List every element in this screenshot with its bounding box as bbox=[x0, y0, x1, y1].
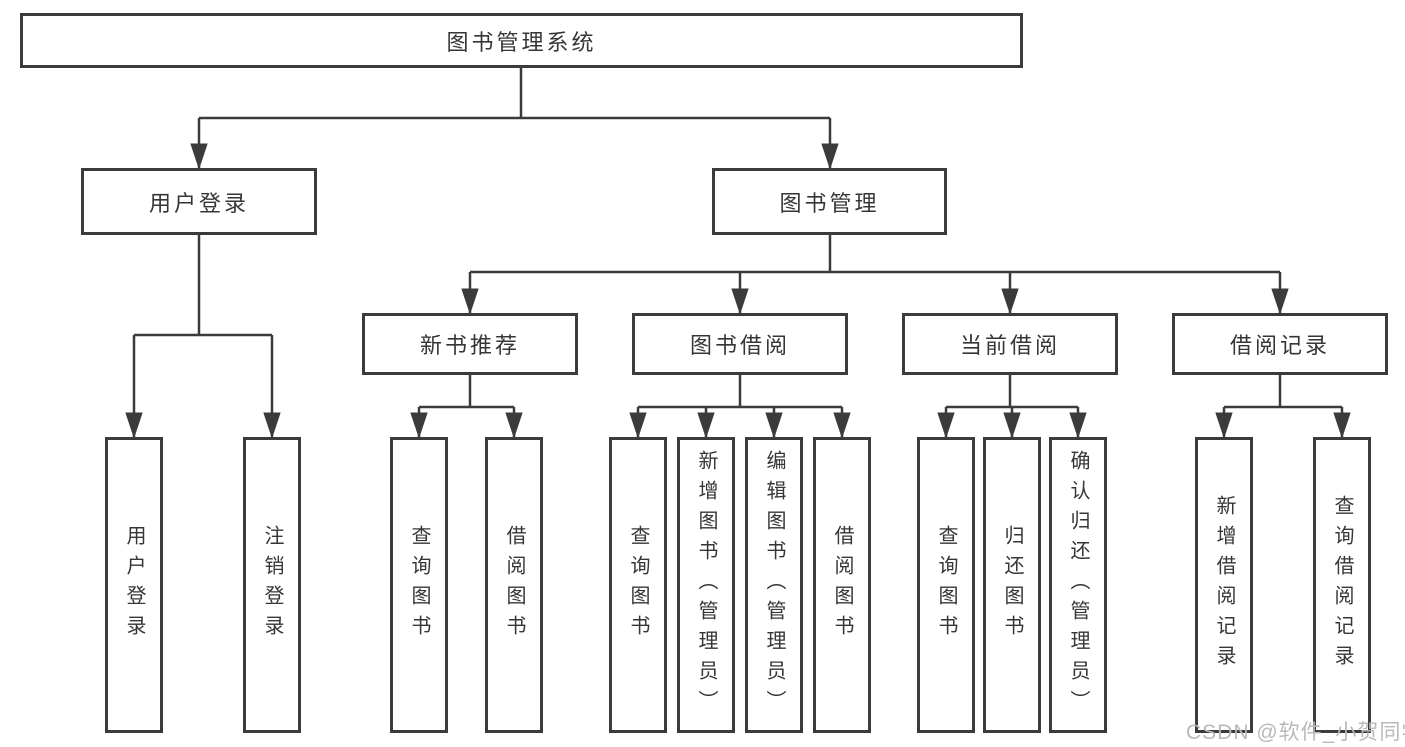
node-borrow-records: 借阅记录 bbox=[1172, 313, 1388, 375]
leaf-add-borrow-record-label: 新增借阅记录 bbox=[1213, 495, 1235, 675]
leaf-borrow-books-recommend-label: 借阅图书 bbox=[503, 525, 525, 645]
node-current-borrow: 当前借阅 bbox=[902, 313, 1118, 375]
leaf-return-books: 归还图书 bbox=[983, 437, 1041, 733]
node-borrow-records-label: 借阅记录 bbox=[1229, 333, 1330, 358]
node-user-login: 用户登录 bbox=[81, 168, 317, 235]
leaf-logout-label: 注销登录 bbox=[261, 525, 283, 645]
node-root: 图书管理系统 bbox=[20, 13, 1023, 68]
leaf-user-login-label: 用户登录 bbox=[123, 525, 145, 645]
leaf-edit-books-admin: 编辑图书（管理员） bbox=[745, 437, 803, 733]
leaf-query-borrow-record-label: 查询借阅记录 bbox=[1331, 495, 1353, 675]
leaf-add-books-admin: 新增图书（管理员） bbox=[677, 437, 735, 733]
leaf-confirm-return-admin: 确认归还（管理员） bbox=[1049, 437, 1107, 733]
node-book-borrow-label: 图书借阅 bbox=[689, 333, 790, 358]
node-new-book-recommend-label: 新书推荐 bbox=[419, 333, 520, 358]
leaf-query-books-recommend-label: 查询图书 bbox=[408, 525, 430, 645]
leaf-query-books-borrow-label: 查询图书 bbox=[627, 525, 649, 645]
leaf-logout: 注销登录 bbox=[243, 437, 301, 733]
leaf-user-login: 用户登录 bbox=[105, 437, 163, 733]
leaf-query-books-current: 查询图书 bbox=[917, 437, 975, 733]
leaf-query-books-current-label: 查询图书 bbox=[935, 525, 957, 645]
leaf-borrow-books-recommend: 借阅图书 bbox=[485, 437, 543, 733]
node-book-borrow: 图书借阅 bbox=[632, 313, 848, 375]
node-root-label: 图书管理系统 bbox=[446, 29, 597, 55]
leaf-borrow-books: 借阅图书 bbox=[813, 437, 871, 733]
watermark: CSDN @软件_小贺同学 bbox=[1186, 721, 1405, 744]
leaf-edit-books-admin-label: 编辑图书（管理员） bbox=[763, 450, 785, 720]
leaf-borrow-books-label: 借阅图书 bbox=[831, 525, 853, 645]
node-new-book-recommend: 新书推荐 bbox=[362, 313, 578, 375]
node-user-login-label: 用户登录 bbox=[148, 190, 249, 216]
leaf-confirm-return-admin-label: 确认归还（管理员） bbox=[1067, 450, 1089, 720]
leaf-add-borrow-record: 新增借阅记录 bbox=[1195, 437, 1253, 733]
node-current-borrow-label: 当前借阅 bbox=[959, 333, 1060, 358]
leaf-return-books-label: 归还图书 bbox=[1001, 525, 1023, 645]
leaf-add-books-admin-label: 新增图书（管理员） bbox=[695, 450, 717, 720]
leaf-query-books-recommend: 查询图书 bbox=[390, 437, 448, 733]
node-book-management-label: 图书管理 bbox=[779, 190, 880, 216]
node-book-management: 图书管理 bbox=[712, 168, 947, 235]
leaf-query-borrow-record: 查询借阅记录 bbox=[1313, 437, 1371, 733]
leaf-query-books-borrow: 查询图书 bbox=[609, 437, 667, 733]
